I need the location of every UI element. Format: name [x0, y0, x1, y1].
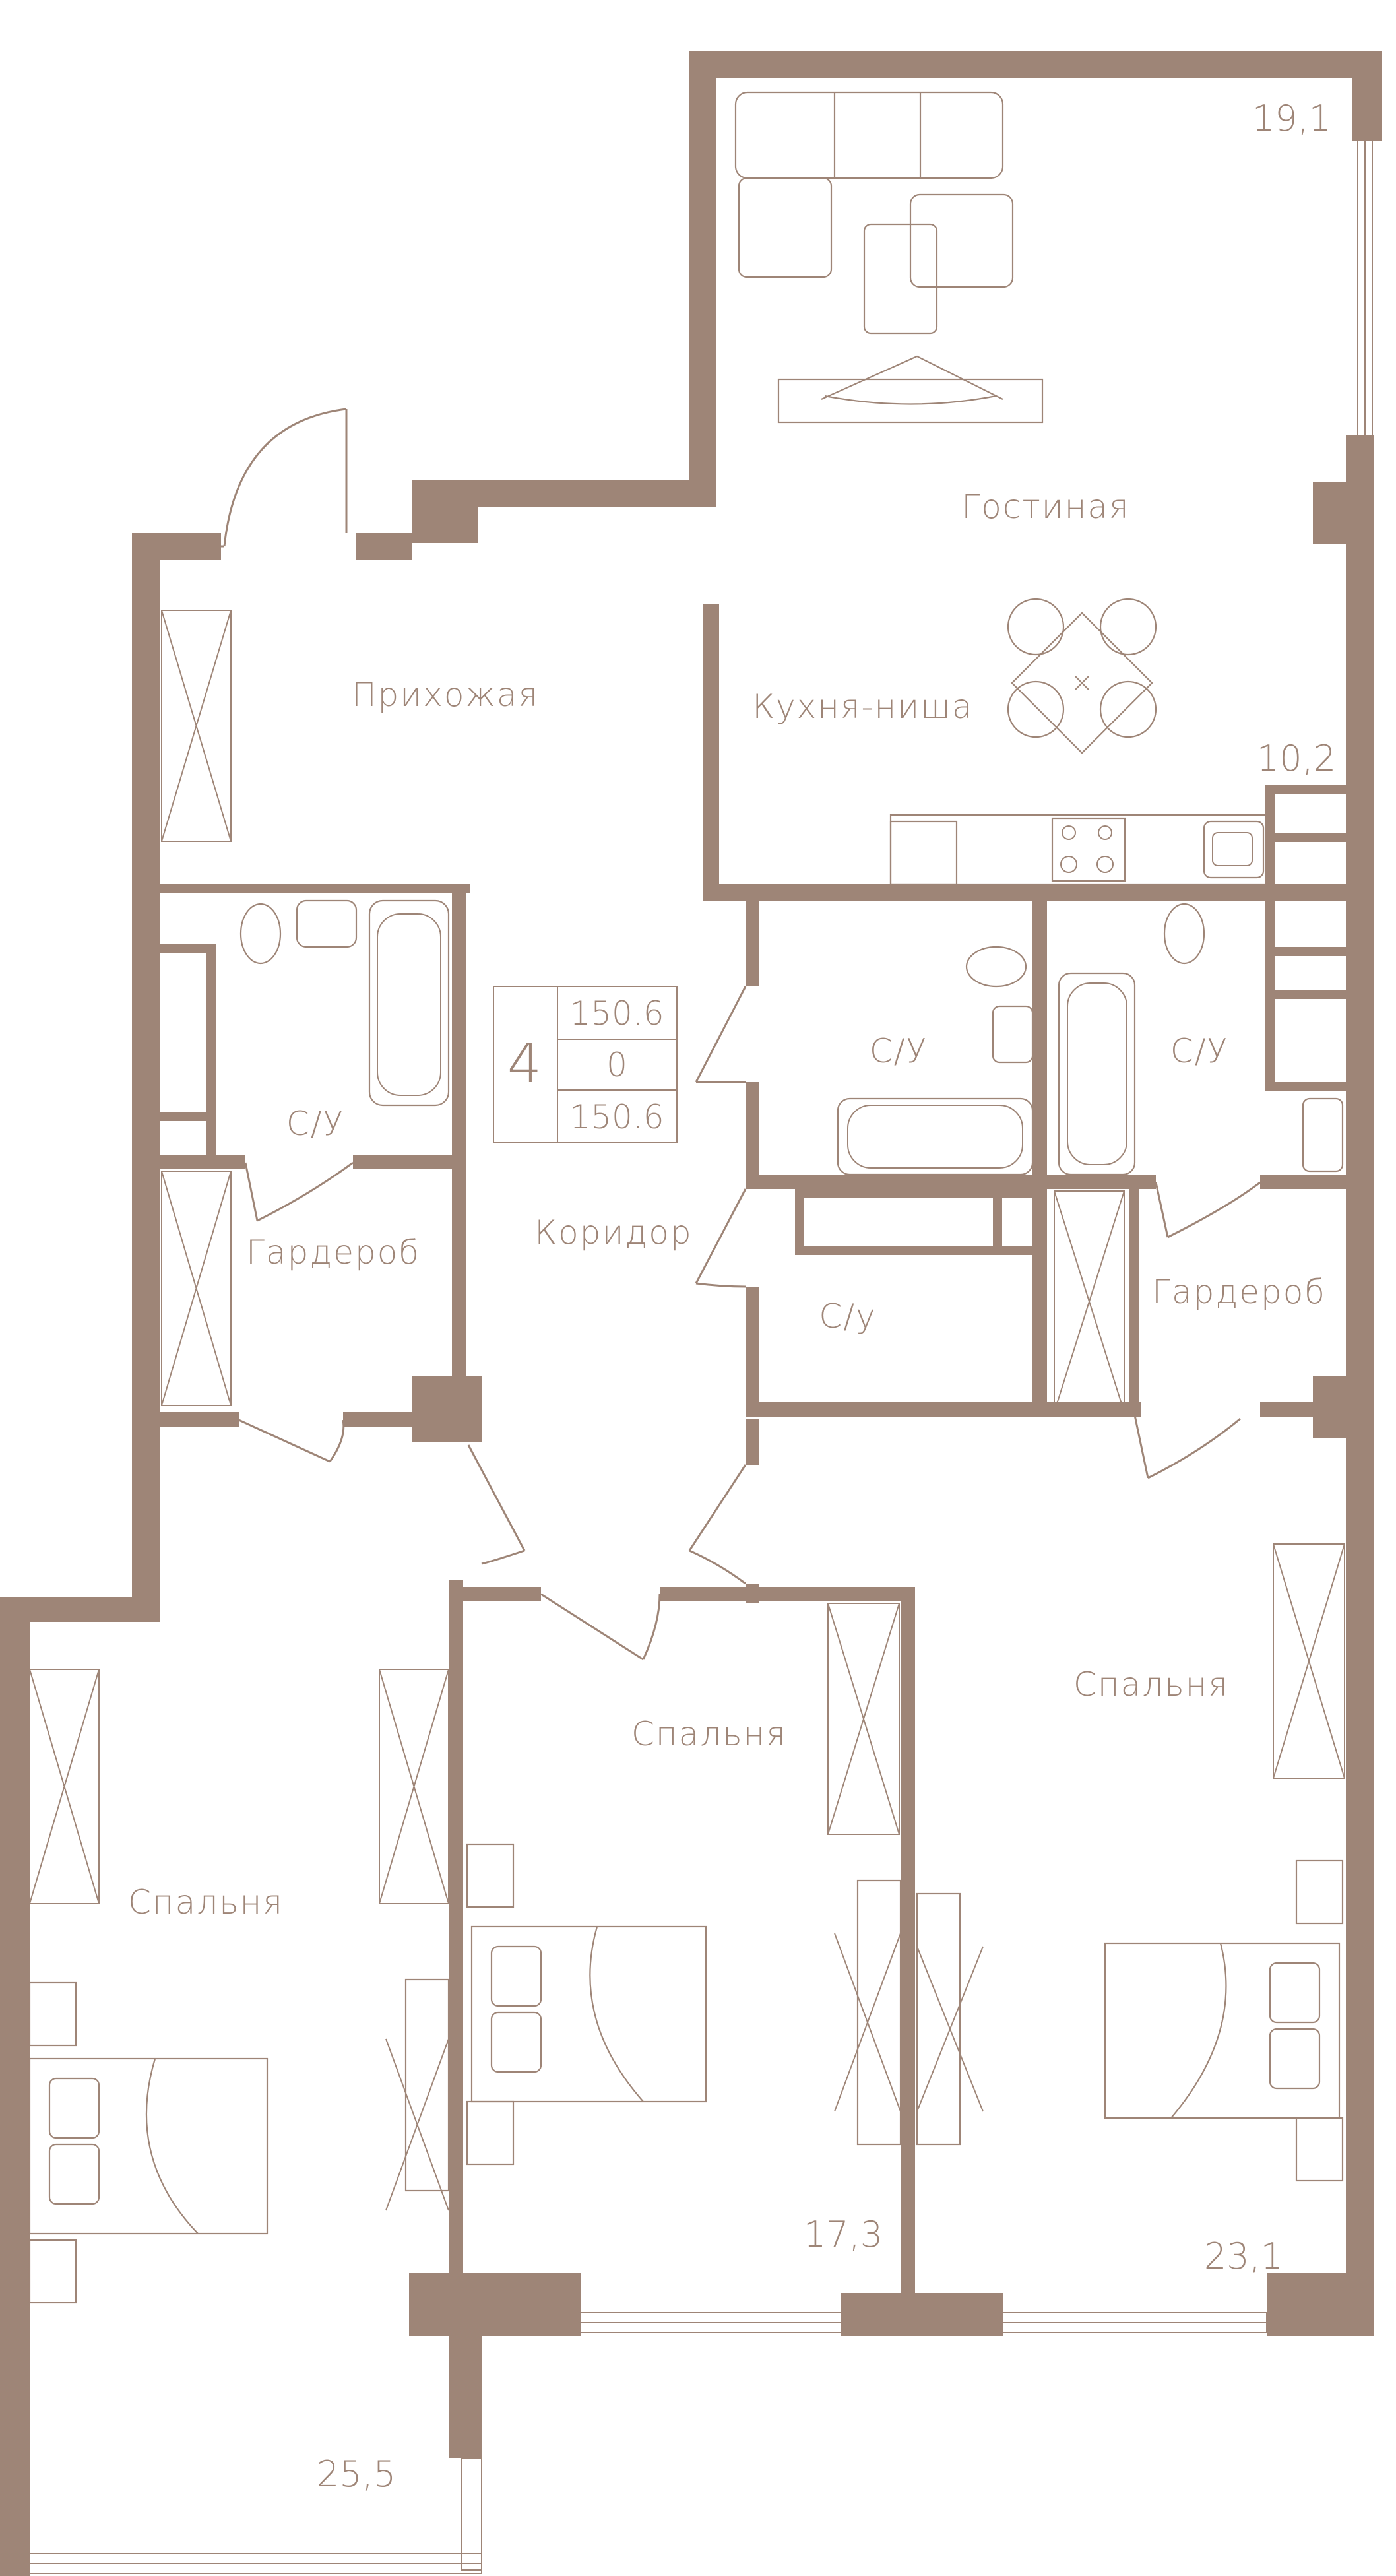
- room-label-bedroom-right: Спальня: [1073, 1665, 1229, 1704]
- room-label-wardrobe-left: Гардероб: [246, 1233, 420, 1272]
- bed-right-icon: [1104, 1859, 1344, 2182]
- apartment-info-box: 4 150.6 0 150.6: [493, 986, 678, 1143]
- outer-walls: [0, 51, 1382, 2576]
- bed-left-icon: [28, 1981, 269, 2304]
- balcony-area: 0: [606, 1046, 627, 1084]
- room-label-bath-small: С/у: [819, 1297, 876, 1336]
- sofa-icon: [734, 91, 1004, 278]
- room-label-corridor: Коридор: [534, 1213, 692, 1252]
- dining-table-icon: [1007, 598, 1157, 754]
- room-label-bedroom-mid: Спальня: [631, 1715, 787, 1753]
- bed-mid-icon: [466, 1843, 707, 2166]
- bath-right-fixtures: [1058, 903, 1344, 1176]
- area-bedroom-right: 23,1: [1204, 2236, 1283, 2277]
- room-label-bedroom-left: Спальня: [128, 1883, 284, 1921]
- area-bedroom-left: 25,5: [317, 2453, 396, 2495]
- room-labels: Гостиная Кухня-ниша Прихожая Коридор С/У…: [128, 488, 1326, 1921]
- room-label-bath-right: С/У: [1170, 1032, 1228, 1070]
- interior-walls: [160, 604, 1374, 2293]
- room-label-bath-mid: С/У: [870, 1032, 928, 1070]
- area-living: 19,1: [1252, 98, 1331, 139]
- room-label-kitchen: Кухня-ниша: [752, 688, 973, 726]
- area-kitchen: 10,2: [1257, 738, 1336, 779]
- closets: [29, 610, 1345, 1904]
- bath-left-fixtures: [239, 899, 450, 1107]
- tv-unit-icons: [385, 1879, 984, 2211]
- tv-stand-icon: [777, 355, 1044, 424]
- living-area: 150.6: [569, 1098, 664, 1136]
- room-label-living: Гостиная: [961, 488, 1129, 526]
- rooms-count: 4: [507, 1033, 542, 1095]
- windows: [29, 140, 1373, 2574]
- room-label-hall: Прихожая: [352, 676, 539, 714]
- doors: [221, 408, 1261, 1661]
- area-labels: 19,1 10,2 17,3 23,1 25,5: [317, 98, 1336, 2495]
- bath-mid-fixtures: [837, 946, 1034, 1176]
- area-bedroom-mid: 17,3: [804, 2214, 883, 2255]
- total-area: 150.6: [569, 994, 664, 1033]
- room-label-bath-left: С/У: [286, 1105, 344, 1143]
- ottoman-icon: [863, 193, 1014, 335]
- room-label-wardrobe-right: Гардероб: [1152, 1273, 1326, 1311]
- kitchen-counter-icon: [889, 814, 1268, 886]
